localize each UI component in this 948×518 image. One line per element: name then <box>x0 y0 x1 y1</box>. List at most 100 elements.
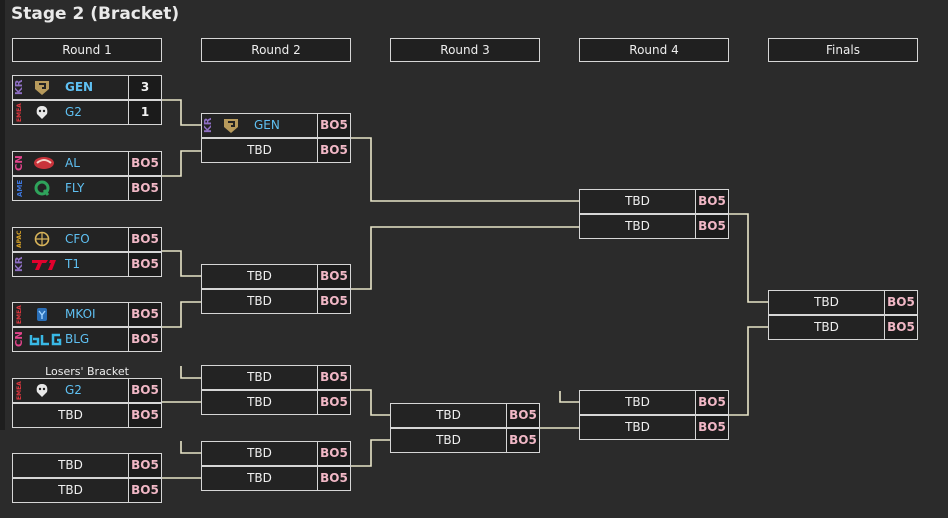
best-of-badge: BO5 <box>695 190 728 213</box>
team-name: GEN <box>65 80 94 94</box>
team-name: T1 <box>65 257 80 271</box>
score: 1 <box>128 101 161 124</box>
team-name: AL <box>65 156 80 170</box>
match-slot[interactable]: EMEA G2 BO5 <box>12 378 162 403</box>
match-slot[interactable]: CN BLG BO5 <box>12 327 162 352</box>
best-of-badge: BO5 <box>884 316 917 339</box>
best-of-badge: BO5 <box>695 215 728 238</box>
match-slot[interactable]: TBD BO5 <box>12 453 162 478</box>
match-slot[interactable]: APAC CFO BO5 <box>12 227 162 252</box>
team-name: FLY <box>65 181 85 195</box>
team-name: G2 <box>65 105 82 119</box>
region-label: EMEA <box>16 103 23 122</box>
best-of-badge: BO5 <box>317 442 350 465</box>
match-slot[interactable]: EMEA MKOI BO5 <box>12 302 162 327</box>
match-slot[interactable]: TBD BO5 <box>12 403 162 428</box>
best-of-badge: BO5 <box>317 467 350 490</box>
best-of-badge: BO5 <box>128 303 161 326</box>
round-header-2: Round 2 <box>201 38 351 62</box>
round-header-finals: Finals <box>768 38 918 62</box>
match-slot[interactable]: TBD BO5 <box>201 289 351 314</box>
match-slot[interactable]: TBD BO5 <box>12 478 162 503</box>
match-slot[interactable]: TBD BO5 <box>201 390 351 415</box>
best-of-badge: BO5 <box>317 114 350 137</box>
team-name: MKOI <box>65 307 96 321</box>
best-of-badge: BO5 <box>317 391 350 414</box>
match-slot[interactable]: TBD BO5 <box>201 365 351 390</box>
g2-logo-icon <box>36 384 48 397</box>
tbd-label: TBD <box>247 269 272 283</box>
tbd-label: TBD <box>814 295 839 309</box>
best-of-badge: BO5 <box>695 416 728 439</box>
tbd-label: TBD <box>625 219 650 233</box>
region-label: KR <box>14 256 25 273</box>
losers-bracket-label: Losers' Bracket <box>45 365 129 378</box>
team-name: BLG <box>65 332 90 346</box>
match-slot[interactable]: CN AL BO5 <box>12 151 162 176</box>
best-of-badge: BO5 <box>506 429 539 452</box>
best-of-badge: BO5 <box>128 152 161 175</box>
best-of-badge: BO5 <box>317 290 350 313</box>
tbd-label: TBD <box>625 194 650 208</box>
match-slot[interactable]: TBD BO5 <box>579 415 729 440</box>
team-name: CFO <box>65 232 90 246</box>
region-label: CN <box>14 331 25 348</box>
match-slot[interactable]: KR GEN 3 <box>12 75 162 100</box>
region-label: AME <box>16 179 24 198</box>
match-slot[interactable]: TBD BO5 <box>201 466 351 491</box>
match-slot[interactable]: AME FLY BO5 <box>12 176 162 201</box>
match-slot[interactable]: TBD BO5 <box>201 264 351 289</box>
best-of-badge: BO5 <box>128 177 161 200</box>
blg-logo-icon <box>29 333 62 346</box>
best-of-badge: BO5 <box>128 328 161 351</box>
tbd-label: TBD <box>247 395 272 409</box>
best-of-badge: BO5 <box>128 404 161 427</box>
region-label: EMEA <box>16 381 23 400</box>
region-label: EMEA <box>16 305 23 324</box>
best-of-badge: BO5 <box>128 479 161 502</box>
score: 3 <box>128 76 161 99</box>
tbd-label: TBD <box>247 471 272 485</box>
best-of-badge: BO5 <box>128 454 161 477</box>
match-slot[interactable]: KR T1 BO5 <box>12 252 162 277</box>
cfo-logo-icon <box>34 231 50 247</box>
tbd-label: TBD <box>625 420 650 434</box>
left-accent <box>0 0 5 430</box>
mkoi-logo-icon <box>37 308 47 321</box>
match-slot[interactable]: TBD BO5 <box>768 315 918 340</box>
tbd-label: TBD <box>625 395 650 409</box>
tbd-label: TBD <box>247 370 272 384</box>
match-slot[interactable]: TBD BO5 <box>390 403 540 428</box>
tbd-label: TBD <box>436 433 461 447</box>
region-label: CN <box>14 155 25 172</box>
match-slot[interactable]: TBD BO5 <box>390 428 540 453</box>
best-of-badge: BO5 <box>128 253 161 276</box>
best-of-badge: BO5 <box>128 228 161 251</box>
round-header-4: Round 4 <box>579 38 729 62</box>
match-slot[interactable]: KR GEN BO5 <box>201 113 351 138</box>
al-logo-icon <box>34 157 54 169</box>
region-label: APAC <box>16 230 23 249</box>
match-slot[interactable]: TBD BO5 <box>201 441 351 466</box>
page-title: Stage 2 (Bracket) <box>11 4 180 24</box>
best-of-badge: BO5 <box>506 404 539 427</box>
match-slot[interactable]: EMEA G2 1 <box>12 100 162 125</box>
round-header-3: Round 3 <box>390 38 540 62</box>
match-slot[interactable]: TBD BO5 <box>579 214 729 239</box>
best-of-badge: BO5 <box>317 139 350 162</box>
match-slot[interactable]: TBD BO5 <box>768 290 918 315</box>
tbd-label: TBD <box>247 143 272 157</box>
match-slot[interactable]: TBD BO5 <box>579 189 729 214</box>
region-label: KR <box>203 117 214 134</box>
match-slot[interactable]: TBD BO5 <box>579 390 729 415</box>
best-of-badge: BO5 <box>695 391 728 414</box>
tbd-label: TBD <box>814 320 839 334</box>
tbd-label: TBD <box>436 408 461 422</box>
g2-logo-icon <box>36 106 48 119</box>
t1-logo-icon <box>32 260 56 270</box>
match-slot[interactable]: TBD BO5 <box>201 138 351 163</box>
team-name: GEN <box>254 118 280 132</box>
best-of-badge: BO5 <box>884 291 917 314</box>
best-of-badge: BO5 <box>317 265 350 288</box>
